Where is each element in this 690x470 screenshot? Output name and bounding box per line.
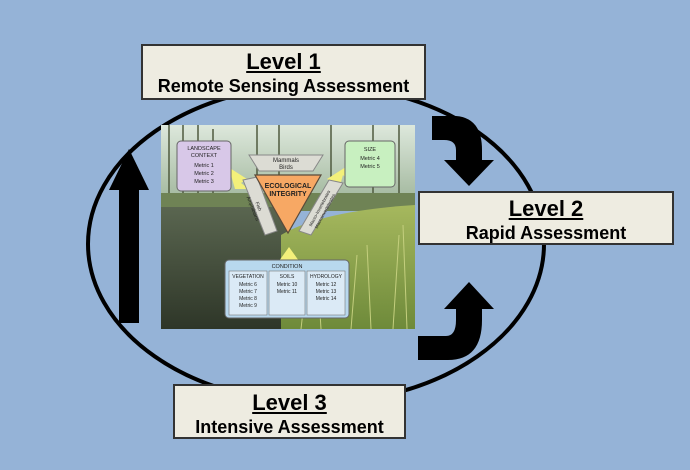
- integrity-label: INTEGRITY: [269, 191, 307, 198]
- level-1-box: Level 1 Remote Sensing Assessment: [141, 44, 426, 100]
- vegetation-metric: Metric 8: [239, 296, 257, 302]
- ecological-integrity-model: Mammals Birds Fish Amphibians Macro-Inve…: [161, 125, 415, 329]
- vegetation-title: VEGETATION: [232, 274, 264, 280]
- size-metric: Metric 5: [360, 164, 380, 170]
- level-1-subtitle: Remote Sensing Assessment: [157, 76, 410, 96]
- vegetation-metric: Metric 7: [239, 289, 257, 295]
- landscape-metric: Metric 1: [194, 163, 214, 169]
- landscape-title: CONTEXT: [191, 153, 218, 159]
- hydrology-title: HYDROLOGY: [310, 274, 343, 280]
- soils-title: SOILS: [280, 274, 295, 280]
- size-metric: Metric 4: [360, 156, 380, 162]
- landscape-context-box: LANDSCAPE CONTEXT Metric 1 Metric 2 Metr…: [176, 140, 232, 192]
- size-box: SIZE Metric 4 Metric 5: [344, 140, 396, 188]
- level-1-title: Level 1: [246, 49, 321, 74]
- hydrology-metric: Metric 12: [316, 282, 337, 288]
- hydrology-metric: Metric 13: [316, 289, 337, 295]
- level-2-subtitle: Rapid Assessment: [465, 223, 627, 243]
- condition-box: CONDITION VEGETATION Metric 6 Metric 7 M…: [224, 259, 350, 319]
- fauna-left-label: Fish: [253, 201, 262, 212]
- wetland-photo-inset: Mammals Birds Fish Amphibians Macro-Inve…: [161, 125, 415, 329]
- fauna-top-box: Mammals Birds: [248, 154, 324, 172]
- landscape-title: LANDSCAPE: [187, 146, 221, 152]
- curved-arrow-level3-to-level2: [418, 282, 494, 360]
- integrity-label: ECOLOGICAL: [265, 183, 312, 190]
- condition-title: CONDITION: [272, 264, 303, 270]
- vegetation-metric: Metric 9: [239, 303, 257, 309]
- level-2-title: Level 2: [508, 196, 584, 221]
- size-title: SIZE: [364, 147, 377, 153]
- soils-metric: Metric 11: [277, 289, 297, 295]
- level-3-box: Level 3 Intensive Assessment: [173, 384, 406, 439]
- up-arrow-shaft: [119, 189, 139, 323]
- vegetation-metric: Metric 6: [239, 282, 257, 288]
- fauna-top-label: Birds: [279, 165, 293, 171]
- soils-metric: Metric 10: [277, 282, 298, 288]
- level-3-title: Level 3: [252, 390, 327, 415]
- up-arrow-head: [109, 149, 149, 190]
- landscape-metric: Metric 3: [194, 179, 214, 185]
- hydrology-metric: Metric 14: [316, 296, 337, 302]
- level-3-subtitle: Intensive Assessment: [195, 417, 384, 437]
- fauna-top-label: Mammals: [273, 158, 299, 164]
- level-2-box: Level 2 Rapid Assessment: [418, 191, 674, 245]
- landscape-metric: Metric 2: [194, 171, 214, 177]
- ecological-integrity-triangle: ECOLOGICAL INTEGRITY: [253, 174, 323, 235]
- curved-arrow-level1-to-level2: [432, 116, 494, 186]
